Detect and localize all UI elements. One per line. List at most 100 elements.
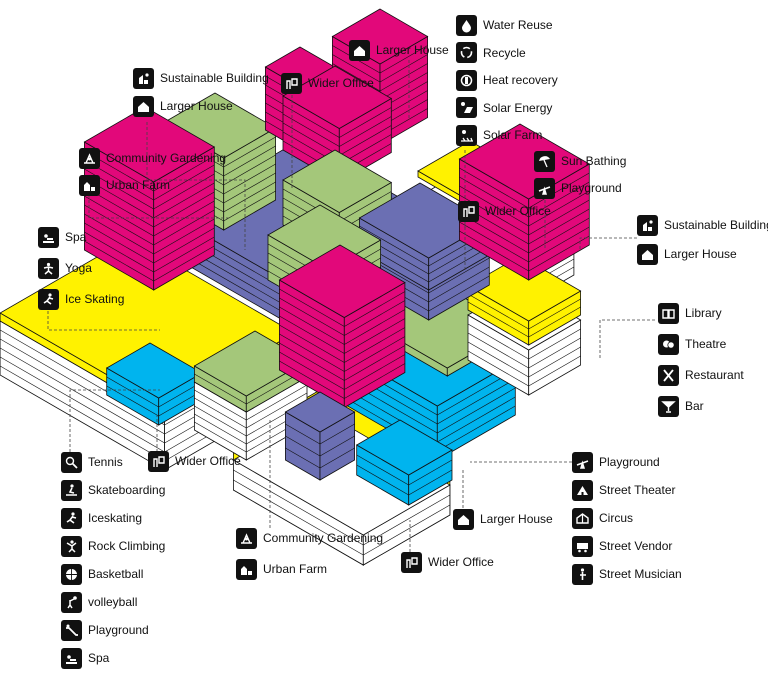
floor-line bbox=[428, 275, 490, 312]
floor-line bbox=[467, 323, 529, 360]
cart-icon bbox=[572, 535, 593, 557]
floor-line bbox=[528, 199, 590, 236]
legend-label: Larger House bbox=[453, 508, 553, 530]
label-text: Restaurant bbox=[685, 368, 744, 382]
block-top-face bbox=[83, 106, 216, 183]
legend-label: Spa bbox=[61, 647, 109, 669]
yoga-icon bbox=[38, 257, 59, 279]
floor-line bbox=[153, 245, 215, 282]
floor-line bbox=[344, 363, 406, 399]
garden-icon bbox=[236, 527, 257, 549]
label-text: Rock Climbing bbox=[88, 539, 166, 553]
label-text: Heat recovery bbox=[483, 73, 558, 87]
office-icon bbox=[458, 200, 479, 222]
leader-line bbox=[69, 389, 160, 452]
block-top-face bbox=[105, 342, 203, 399]
floor-line bbox=[528, 306, 581, 338]
floor-line bbox=[194, 421, 247, 453]
floor-line bbox=[0, 365, 165, 462]
legend-label: Solar Farm bbox=[456, 124, 542, 146]
block-top-face bbox=[458, 123, 591, 200]
legend-label: Circus bbox=[572, 507, 633, 529]
floor-line bbox=[528, 208, 590, 245]
floor-line bbox=[344, 318, 406, 354]
floor-line bbox=[153, 227, 215, 264]
skating-icon bbox=[61, 507, 82, 529]
floor-line bbox=[285, 447, 321, 469]
floor-line bbox=[194, 397, 247, 429]
floor-line bbox=[282, 122, 340, 156]
label-text: Wider Office bbox=[175, 454, 241, 468]
floor-line bbox=[279, 297, 345, 336]
floor-line bbox=[153, 200, 215, 237]
floor-line bbox=[344, 345, 406, 381]
legend-label: Spa bbox=[38, 226, 86, 248]
book-icon bbox=[658, 302, 679, 324]
label-text: volleyball bbox=[88, 595, 138, 609]
cutlery-icon bbox=[658, 364, 679, 386]
label-text: Sustainable Building bbox=[160, 71, 269, 85]
label-text: Larger House bbox=[376, 43, 449, 57]
floor-line bbox=[359, 225, 429, 267]
floor-line bbox=[194, 373, 247, 405]
legend-label: Sustainable Building bbox=[133, 67, 269, 89]
floor-line bbox=[437, 405, 516, 452]
floor-line bbox=[319, 423, 355, 445]
floor-line bbox=[332, 54, 381, 83]
label-text: Urban Farm bbox=[106, 178, 171, 192]
label-text: Street Theater bbox=[599, 483, 676, 497]
legend-label: Bar bbox=[658, 395, 704, 417]
legend-label: Wider Office bbox=[148, 450, 241, 472]
floor-line bbox=[437, 396, 516, 443]
tennis-icon bbox=[61, 451, 82, 473]
legend-label: Community Gardening bbox=[236, 527, 383, 549]
solar-farm-icon bbox=[456, 124, 477, 146]
floor-line bbox=[428, 246, 490, 283]
floor-line bbox=[223, 136, 276, 168]
spa-icon bbox=[61, 647, 82, 669]
heat-recovery-icon bbox=[456, 69, 477, 91]
label-text: Wider Office bbox=[485, 204, 551, 218]
legend-label: Tennis bbox=[61, 451, 123, 473]
floor-line bbox=[379, 45, 428, 74]
label-text: Skateboarding bbox=[88, 483, 166, 497]
floor-line bbox=[194, 413, 247, 445]
floor-line bbox=[356, 464, 409, 496]
label-text: Wider Office bbox=[308, 76, 374, 90]
label-text: Library bbox=[685, 306, 722, 320]
legend-label: Street Musician bbox=[572, 563, 682, 585]
label-text: Theatre bbox=[685, 337, 727, 351]
block-top-face bbox=[162, 92, 277, 159]
floor-line bbox=[437, 387, 516, 434]
sustainable-building-icon bbox=[637, 214, 658, 236]
floor-line bbox=[528, 181, 590, 218]
floor-line bbox=[428, 257, 490, 294]
label-text: Playground bbox=[599, 455, 660, 469]
floor-line bbox=[459, 230, 529, 272]
house-icon bbox=[453, 508, 474, 530]
legend-label: Urban Farm bbox=[79, 174, 170, 196]
label-text: Basketball bbox=[88, 567, 144, 581]
floor-line bbox=[279, 306, 345, 345]
label-text: Community Gardening bbox=[106, 151, 227, 165]
floor-line bbox=[467, 332, 529, 369]
floor-line bbox=[528, 217, 590, 254]
office-icon bbox=[281, 72, 302, 94]
sustainable-building-icon bbox=[133, 67, 154, 89]
floor-line bbox=[279, 324, 345, 363]
label-text: Larger House bbox=[480, 512, 553, 526]
legend-label: Street Vendor bbox=[572, 535, 672, 557]
house-icon bbox=[637, 243, 658, 265]
floor-line bbox=[437, 378, 516, 425]
basketball-icon bbox=[61, 563, 82, 585]
legend-label: Playground bbox=[61, 619, 149, 641]
solar-panel-icon bbox=[456, 97, 477, 118]
floor-line bbox=[279, 333, 345, 372]
label-text: Larger House bbox=[664, 247, 737, 261]
floor-line bbox=[0, 338, 165, 435]
legend-label: Library bbox=[658, 302, 722, 324]
legend-label: Restaurant bbox=[658, 364, 744, 386]
label-text: Playground bbox=[561, 181, 622, 195]
legend-label: Water Reuse bbox=[456, 14, 553, 36]
floor-line bbox=[153, 218, 215, 255]
